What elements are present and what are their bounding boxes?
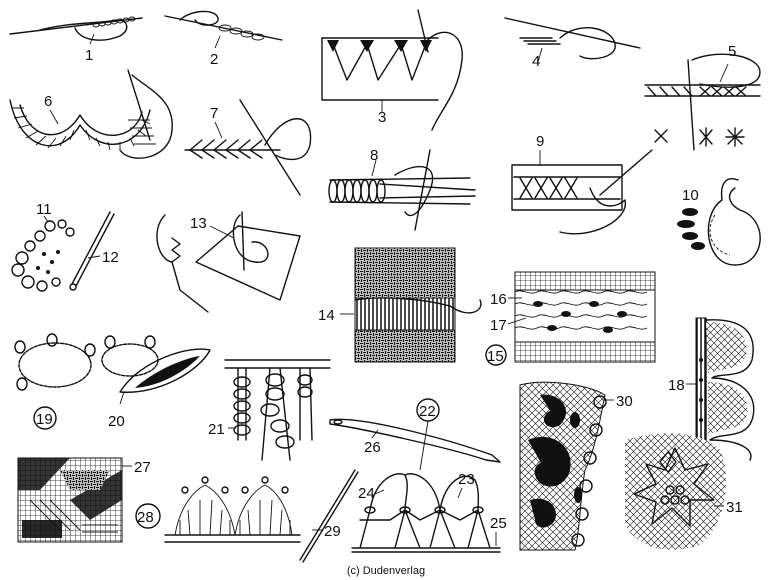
figure-7-fishbone-stitch: 7 (184, 99, 312, 196)
label-4: 4 (532, 53, 540, 70)
label-5: 5 (728, 43, 736, 60)
label-12: 12 (102, 249, 119, 266)
figure-4-stitch: 4 (504, 17, 641, 70)
copyright-credit: (c) Dudenverlag (347, 565, 425, 577)
label-8: 8 (370, 147, 378, 164)
figure-9-herringbone-stitch: 9 (511, 133, 653, 235)
label-3: 3 (378, 109, 386, 126)
figure-11-eyelets: 11 (11, 201, 75, 292)
label-27: 27 (134, 459, 151, 476)
label-31: 31 (726, 499, 743, 516)
figure-14-drawn-thread: 14 (318, 247, 482, 363)
figure-21-macrame: 21 (208, 359, 331, 461)
figure-20-tatting-shuttle: 20 (101, 335, 211, 430)
figure-15-mesh-band: 15 16 17 (485, 271, 656, 366)
figure-1-stitch: 1 (9, 16, 143, 64)
label-15: 15 (487, 348, 504, 365)
figure-30-cutwork-panel: 30 (519, 381, 633, 551)
figure-31-star-motif: 31 (625, 433, 743, 550)
figure-27-sampler: 27 (17, 457, 151, 543)
label-21: 21 (208, 421, 225, 438)
figure-8-wrapped-stitch: 8 (328, 147, 476, 231)
figure-5-cross-stitch: 5 (644, 43, 761, 151)
label-18: 18 (668, 377, 685, 394)
figure-28-lace-edging: 28 29 (135, 469, 359, 563)
figure-18-lace-border: 18 (668, 317, 755, 461)
figure-12-stiletto: 12 (69, 211, 119, 291)
label-25: 25 (490, 515, 507, 532)
label-24: 24 (358, 485, 375, 502)
figure-19-tatting-ring: 19 (14, 333, 96, 430)
label-2: 2 (210, 51, 218, 68)
figure-10-motif: 10 (677, 178, 761, 266)
label-9: 9 (536, 133, 544, 150)
figure-6-scallop-stitch: 6 (9, 69, 173, 159)
label-30: 30 (616, 393, 633, 410)
figure-22-netting: 22 23 24 25 (351, 398, 507, 553)
label-11: 11 (36, 201, 52, 218)
label-10: 10 (682, 187, 699, 204)
label-19: 19 (36, 411, 53, 428)
label-7: 7 (210, 105, 218, 122)
figure-2-chain-stitch: 2 (164, 10, 283, 68)
label-26: 26 (364, 439, 381, 456)
label-6: 6 (44, 93, 52, 110)
label-22: 22 (419, 403, 436, 420)
label-17: 17 (490, 317, 507, 334)
figure-13-knot-stitch: 13 (156, 211, 301, 313)
figure-26-netting-needle: 26 (329, 418, 501, 463)
label-1: 1 (85, 47, 93, 64)
label-14: 14 (318, 307, 335, 324)
label-29: 29 (324, 523, 341, 540)
figure-3-edge-stitch: 3 (321, 9, 463, 131)
label-28: 28 (137, 509, 154, 526)
label-23: 23 (458, 471, 475, 488)
label-20: 20 (108, 413, 125, 430)
label-16: 16 (490, 291, 507, 308)
label-13: 13 (190, 215, 207, 232)
